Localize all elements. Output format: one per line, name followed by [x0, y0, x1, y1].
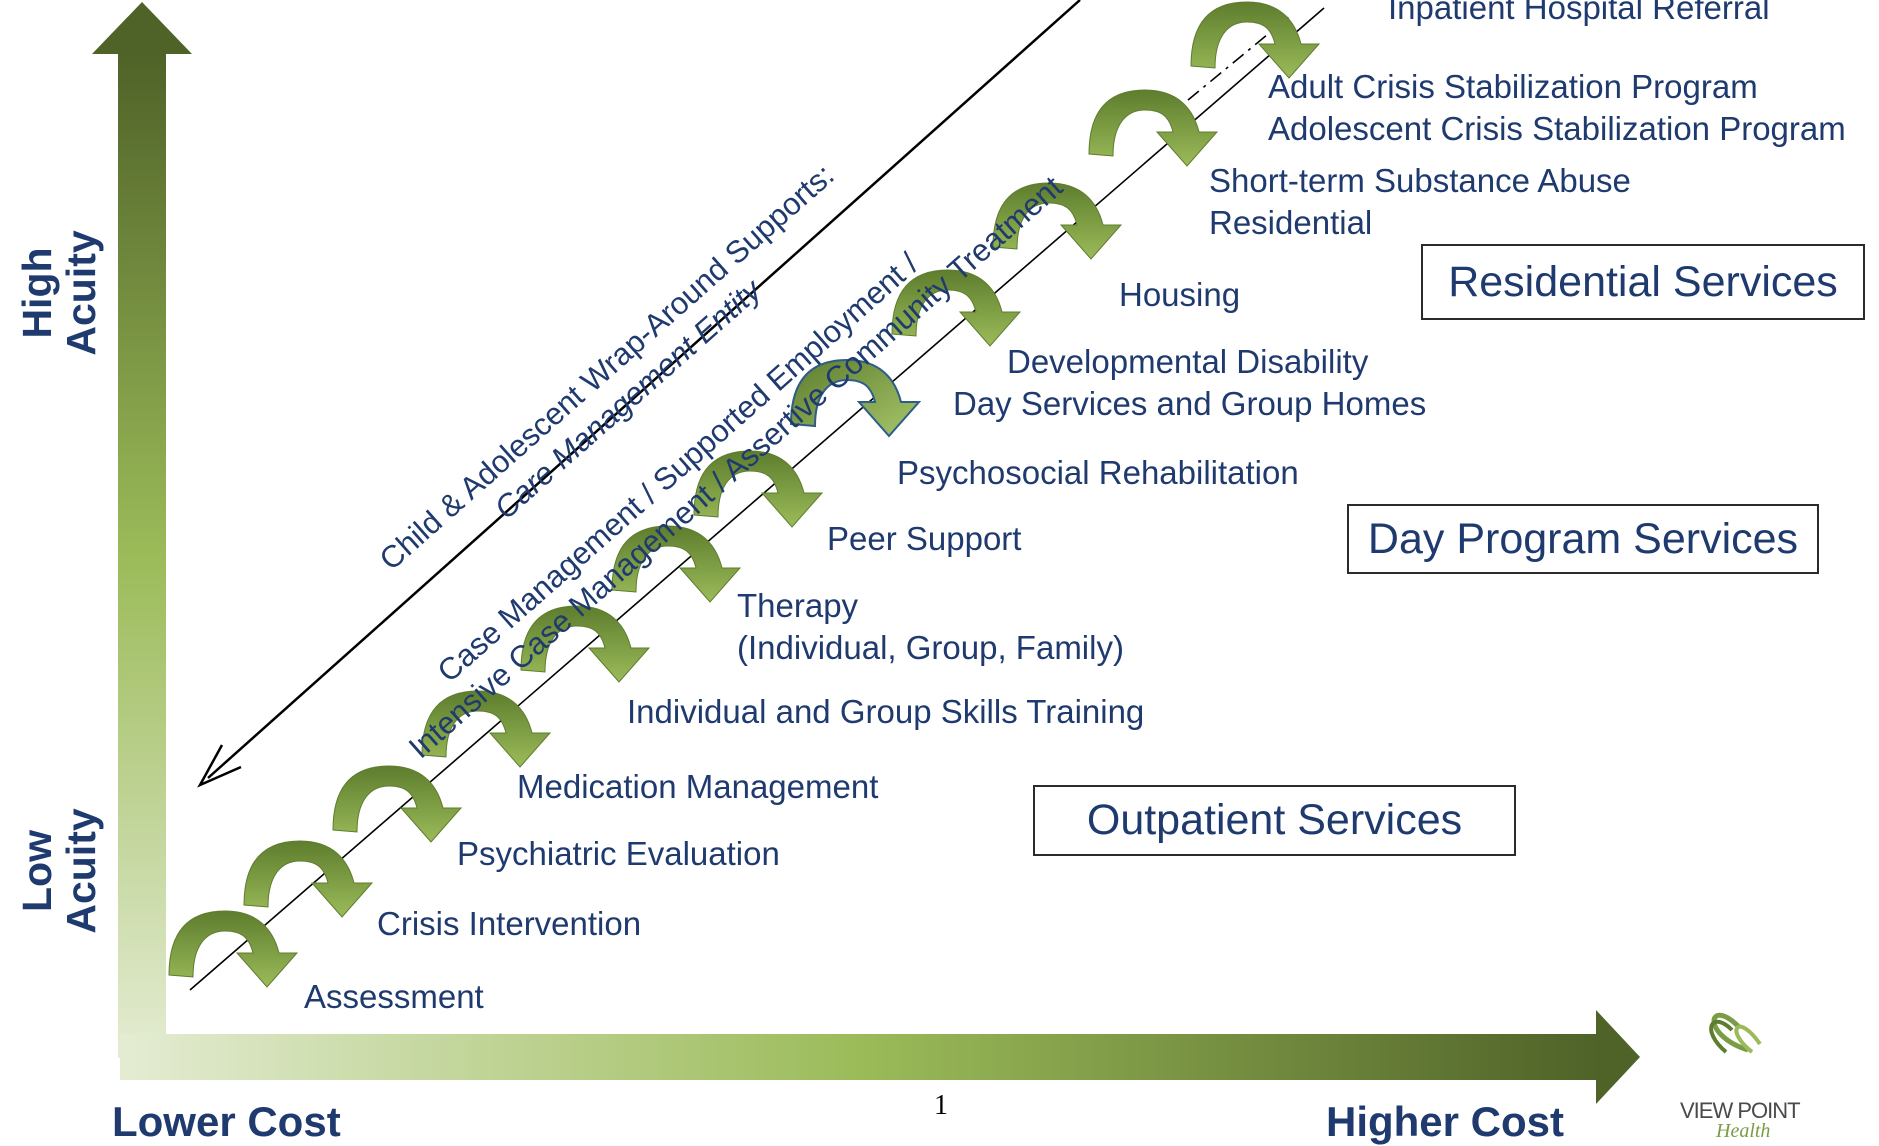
low-acuity-word2: Acuity: [58, 808, 104, 934]
progression-line-dashed: [1187, 15, 1291, 101]
service-substance-abuse-res: Residential: [1209, 204, 1373, 241]
step-arrow: [168, 910, 299, 988]
step-arrow: [789, 358, 922, 438]
progression-line: [189, 7, 1325, 991]
logo-name: VIEW POINT: [1680, 1098, 1801, 1123]
service-substance-abuse: Short-term Substance Abuse: [1209, 162, 1631, 199]
service-adolescent-crisis: Adolescent Crisis Stabilization Program: [1268, 110, 1846, 147]
step-arrow: [421, 690, 552, 768]
y-axis-arrow: [92, 2, 192, 1058]
service-assessment: Assessment: [304, 978, 484, 1015]
step-arrow: [243, 840, 374, 918]
x-axis-arrow: [120, 1010, 1640, 1104]
service-therapy-detail: (Individual, Group, Family): [737, 629, 1124, 666]
step-arrows: [168, 1, 1321, 988]
step-arrow: [611, 525, 742, 603]
page-number: 1: [934, 1090, 948, 1121]
low-acuity-word1: Low: [14, 830, 60, 912]
service-psychiatric-evaluation: Psychiatric Evaluation: [457, 835, 780, 872]
outpatient-services-box: Outpatient Services: [1033, 785, 1516, 856]
lower-cost-label: Lower Cost: [112, 1098, 341, 1145]
service-adult-crisis: Adult Crisis Stabilization Program: [1268, 68, 1758, 105]
service-medication-management: Medication Management: [517, 768, 879, 805]
service-housing: Housing: [1119, 276, 1241, 313]
high-acuity-label: High Acuity: [14, 223, 105, 363]
low-acuity-label: Low Acuity: [14, 801, 105, 941]
high-acuity-word2: Acuity: [58, 230, 104, 356]
service-dev-disability: Developmental Disability: [1007, 343, 1369, 380]
service-psychosocial-rehab: Psychosocial Rehabilitation: [897, 454, 1299, 491]
step-arrow: [992, 182, 1123, 260]
higher-cost-label: Higher Cost: [1326, 1098, 1565, 1145]
service-crisis-intervention: Crisis Intervention: [377, 905, 642, 942]
service-peer-support: Peer Support: [827, 520, 1022, 557]
high-acuity-word1: High: [14, 247, 60, 339]
supports-direction-arrow: [197, 0, 1081, 788]
logo-tagline: Health: [1716, 1120, 1771, 1142]
step-arrow: [332, 765, 463, 843]
step-arrow: [891, 269, 1022, 347]
step-arrow: [1088, 89, 1219, 167]
service-dev-disability-day: Day Services and Group Homes: [953, 385, 1427, 422]
residential-services-box: Residential Services: [1421, 244, 1865, 320]
step-arrow: [1190, 1, 1321, 79]
day-program-services-box: Day Program Services: [1347, 504, 1819, 574]
service-skills-training: Individual and Group Skills Training: [627, 693, 1145, 730]
step-arrow: [693, 450, 824, 528]
step-arrow: [520, 605, 651, 683]
service-therapy: Therapy: [737, 587, 859, 624]
service-inpatient-referral: Inpatient Hospital Referral: [1388, 0, 1770, 26]
viewpoint-logo: [1709, 1012, 1762, 1054]
